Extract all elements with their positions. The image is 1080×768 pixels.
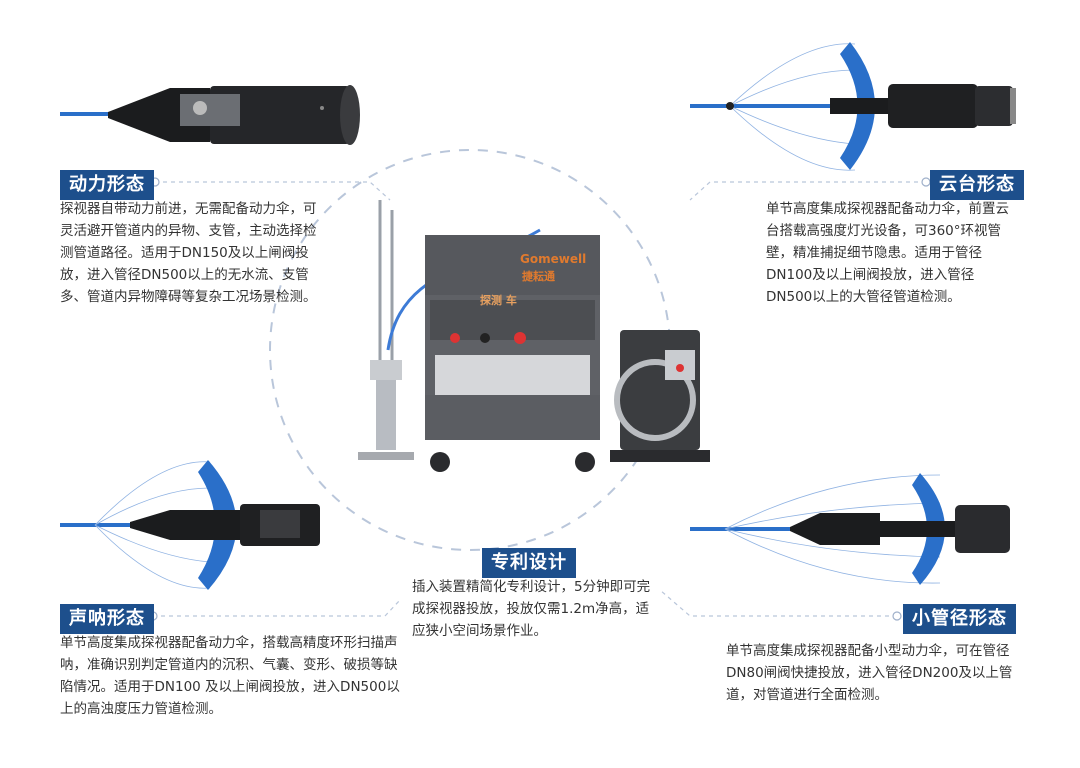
ptz-device-image	[690, 42, 1016, 171]
power-form-tag: 动力形态	[60, 170, 154, 200]
cart-brand: Gomewell	[520, 252, 587, 266]
ptz-form-tag: 云台形态	[930, 170, 1024, 200]
connector-ptz	[689, 181, 926, 201]
small-pipe-form-description: 单节高度集成探视器配备小型动力伞，可在管径DN80闸阀快捷投放，进入管径DN20…	[726, 643, 1013, 703]
ptz-form-description: 单节高度集成探视器配备动力伞，前置云台搭载高强度灯光设备，可360°环视管壁，精…	[766, 201, 1009, 305]
connector-power	[155, 181, 391, 201]
patent-design-description: 插入装置精简化专利设计，5分钟即可完成探视器投放，投放仅需1.2m净高，适应狭小…	[412, 579, 651, 639]
cart-brand-cn: 捷耘通	[522, 270, 555, 283]
power-form-description: 探视器自带动力前进，无需配备动力伞，可灵活避开管道内的异物、支管，主动选择检测管…	[60, 201, 317, 305]
connector-sonar	[153, 599, 401, 617]
connector-dot-small	[892, 611, 902, 621]
power-device-image	[60, 85, 360, 145]
small-device-image	[690, 473, 1010, 585]
sonar-device-image	[60, 460, 320, 590]
cart-label: 探测 车	[480, 294, 517, 307]
patent-design-tag: 专利设计	[482, 548, 576, 578]
small-pipe-form-tag: 小管径形态	[903, 604, 1016, 634]
sonar-form-tag: 声呐形态	[60, 604, 154, 634]
connector-small	[659, 589, 897, 617]
sonar-form-description: 单节高度集成探视器配备动力伞，搭载高精度环形扫描声呐，准确识别判定管道内的沉积、…	[60, 635, 400, 717]
insertion-equipment-image	[358, 200, 710, 472]
